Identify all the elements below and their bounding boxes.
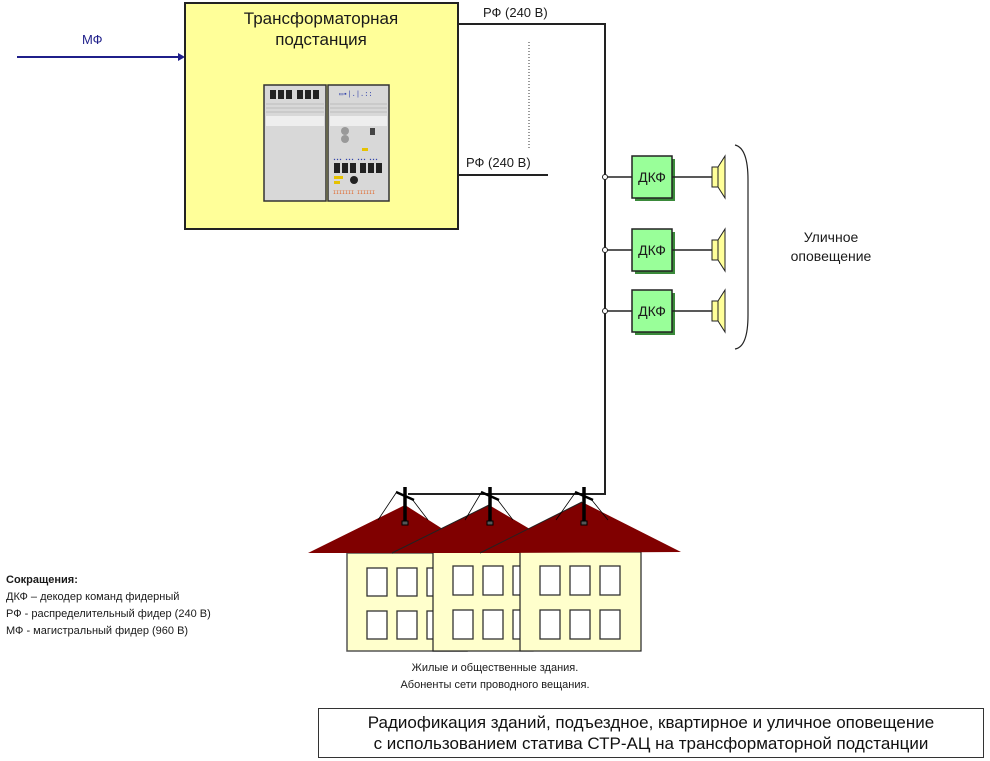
roof-mast-icon bbox=[377, 487, 429, 526]
building bbox=[479, 501, 681, 652]
substation-title-line2: подстанция bbox=[275, 30, 367, 49]
abbreviations-heading: Сокращения: bbox=[6, 574, 78, 586]
diagram-caption: Радиофикация зданий, подъездное, квартир… bbox=[318, 708, 984, 758]
decoder-row-2: ДКФ bbox=[602, 227, 726, 274]
street-label-line2: оповещение bbox=[791, 248, 872, 264]
decoder-row-1: ДКФ bbox=[602, 154, 726, 201]
buildings-label-line2: Абоненты сети проводного вещания. bbox=[400, 679, 589, 691]
mf-label: МФ bbox=[82, 32, 103, 47]
abbreviation-item: РФ - распределительный фидер (240 В) bbox=[6, 608, 211, 620]
caption-line1: Радиофикация зданий, подъездное, квартир… bbox=[367, 713, 935, 732]
street-label-line1: Уличное bbox=[804, 229, 859, 245]
abbreviations-legend: Сокращения: ДКФ – декодер команд фидерны… bbox=[6, 572, 211, 640]
speaker-icon bbox=[711, 154, 726, 200]
rack-cabinet-icon: ▭▪|.|.:: ▪▪▪ ▪▪▪ ▪▪▪ ▪▪▪ IIIIIII IIIIII bbox=[263, 84, 390, 202]
substation-title-line1: Трансформаторная bbox=[244, 9, 398, 28]
street-bracket bbox=[734, 144, 749, 350]
decoder-label: ДКФ bbox=[638, 169, 666, 185]
decoder-label: ДКФ bbox=[638, 303, 666, 319]
rf-label-bottom: РФ (240 В) bbox=[466, 155, 531, 170]
buildings bbox=[308, 487, 681, 652]
svg-text:IIIIIII IIIIII: IIIIIII IIIIII bbox=[333, 190, 375, 196]
building-feeder-wire bbox=[408, 485, 606, 495]
svg-text:▭▪|.|.::: ▭▪|.|.:: bbox=[339, 91, 373, 99]
rf-label-top: РФ (240 В) bbox=[483, 5, 548, 20]
decoder-label: ДКФ bbox=[638, 242, 666, 258]
rf-feeder-bottom: РФ (240 В) bbox=[458, 155, 548, 176]
roof-mast-icon bbox=[464, 487, 514, 526]
rf-feeder-top: РФ (240 В) bbox=[458, 5, 606, 485]
roof-mast-icon bbox=[555, 487, 609, 526]
buildings-label-line1: Жилые и общественные здания. bbox=[412, 662, 579, 674]
speaker-icon bbox=[711, 227, 726, 273]
substation: Трансформаторная подстанция ▭▪|.|.:: ▪▪▪… bbox=[184, 2, 459, 230]
abbreviation-item: ДКФ – декодер команд фидерный bbox=[6, 591, 180, 603]
abbreviation-item: МФ - магистральный фидер (960 В) bbox=[6, 625, 189, 637]
decoder-row-3: ДКФ bbox=[602, 288, 726, 335]
svg-text:▪▪▪ ▪▪▪ ▪▪▪ ▪▪▪: ▪▪▪ ▪▪▪ ▪▪▪ ▪▪▪ bbox=[333, 157, 378, 163]
speaker-icon bbox=[711, 288, 726, 334]
caption-line2: с использованием статива СТР-АЦ на транс… bbox=[373, 734, 929, 753]
mf-feeder: МФ bbox=[17, 32, 185, 61]
